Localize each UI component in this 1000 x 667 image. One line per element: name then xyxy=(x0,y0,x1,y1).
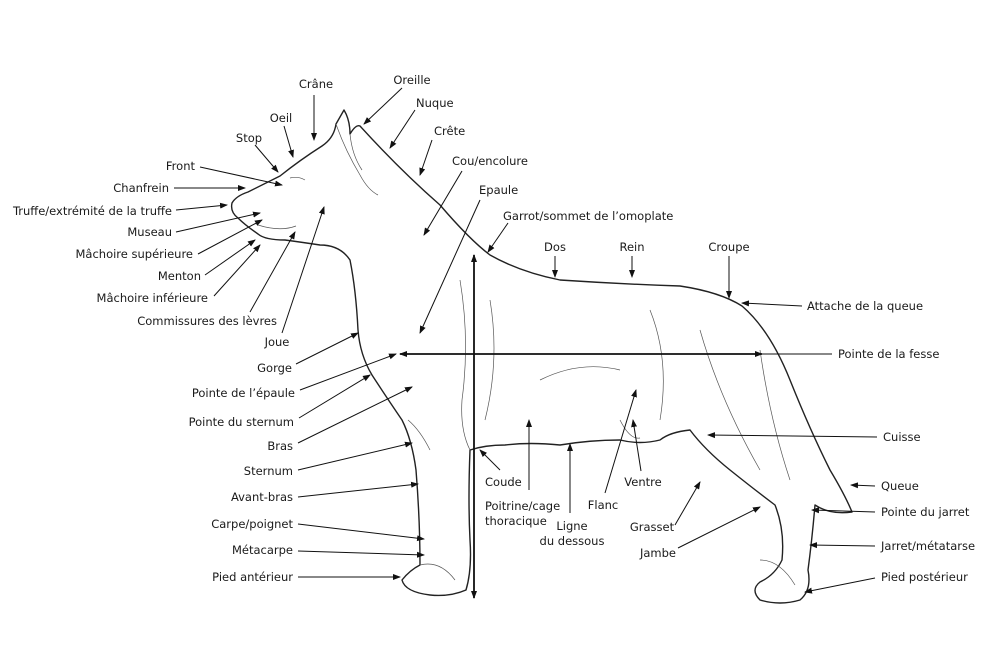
label-ventre: Ventre xyxy=(624,475,661,489)
label-flanc: Flanc xyxy=(588,498,618,512)
label-oeil: Oeil xyxy=(270,111,293,125)
label-dos: Dos xyxy=(544,240,566,254)
pointer-arrows xyxy=(174,87,878,594)
label-avant-bras: Avant-bras xyxy=(231,490,293,504)
label-attache-queue: Attache de la queue xyxy=(807,299,923,313)
label-pied-posterieur: Pied postérieur xyxy=(881,570,968,584)
label-stop: Stop xyxy=(236,131,262,145)
label-bras: Bras xyxy=(267,439,293,453)
label-nuque: Nuque xyxy=(416,96,454,110)
label-carpe: Carpe/poignet xyxy=(211,517,293,531)
label-machoire-inferieure: Mâchoire inférieure xyxy=(97,291,208,305)
label-grasset: Grasset xyxy=(630,520,675,534)
label-garrot: Garrot/sommet de l’omoplate xyxy=(503,209,673,223)
label-jarret: Jarret/métatarse xyxy=(880,539,975,553)
labels-right: Oreille Nuque Crête Cou/encolure Epaule … xyxy=(393,73,975,584)
label-ligne-line1: Ligne xyxy=(556,519,587,533)
label-joue: Joue xyxy=(264,335,290,349)
label-machoire-superieure: Mâchoire supérieure xyxy=(75,247,193,261)
label-crane: Crâne xyxy=(299,77,333,91)
label-pointe-sternum: Pointe du sternum xyxy=(189,415,294,429)
label-pointe-fesse: Pointe de la fesse xyxy=(838,347,939,361)
label-pied-anterieur: Pied antérieur xyxy=(212,570,293,584)
label-front: Front xyxy=(166,159,196,173)
label-crete: Crête xyxy=(434,124,465,138)
label-poitrine-line2: thoracique xyxy=(485,514,547,528)
label-coude: Coude xyxy=(485,475,522,489)
label-poitrine-line1: Poitrine/cage xyxy=(485,499,560,513)
label-cou: Cou/encolure xyxy=(452,154,528,168)
labels-bottom: Coude Poitrine/cage thoracique Ligne du … xyxy=(485,475,676,560)
label-chanfrein: Chanfrein xyxy=(113,181,169,195)
label-truffe: Truffe/extrémité de la truffe xyxy=(12,204,172,218)
label-queue: Queue xyxy=(881,479,919,493)
label-cuisse: Cuisse xyxy=(883,430,921,444)
label-pointe-jarret: Pointe du jarret xyxy=(881,505,970,519)
dog-illustration xyxy=(230,109,853,604)
label-gorge: Gorge xyxy=(257,361,292,375)
label-jambe: Jambe xyxy=(639,546,676,560)
label-pointe-epaule: Pointe de l’épaule xyxy=(192,386,295,400)
label-rein: Rein xyxy=(619,240,644,254)
label-oreille: Oreille xyxy=(393,73,430,87)
labels-left: Crâne Oeil Stop Front Chanfrein Truffe/e… xyxy=(12,77,333,584)
label-metacarpe: Métacarpe xyxy=(232,543,293,557)
label-commissures: Commissures des lèvres xyxy=(137,314,277,328)
label-museau: Museau xyxy=(127,225,172,239)
label-ligne-line2: du dessous xyxy=(540,534,605,548)
label-sternum: Sternum xyxy=(244,464,293,478)
label-menton: Menton xyxy=(158,269,201,283)
label-croupe: Croupe xyxy=(708,240,749,254)
label-epaule: Epaule xyxy=(479,183,518,197)
